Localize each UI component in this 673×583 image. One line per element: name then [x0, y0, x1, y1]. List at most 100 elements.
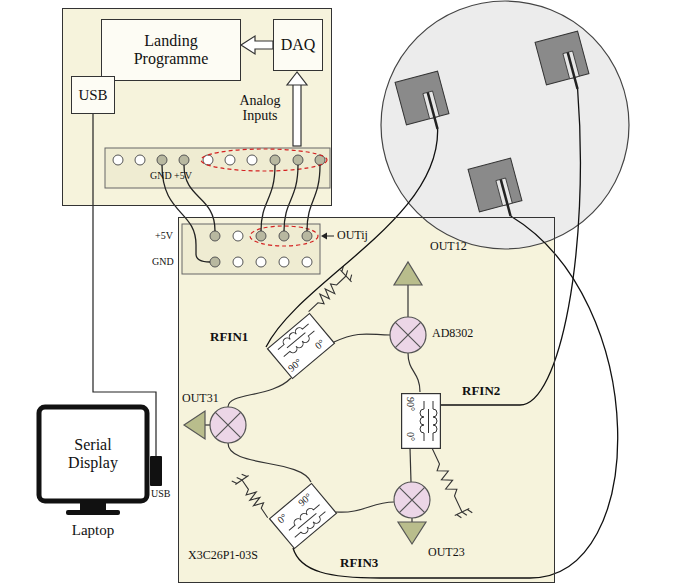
- daq-board: Landing Programme DAQ USB Analog Inputs: [62, 8, 332, 206]
- node-text: X3C26P1-03S: [188, 549, 258, 562]
- monitor-stand: [80, 503, 106, 511]
- hollow-arrow: [241, 36, 273, 54]
- node-subtext: 0°: [405, 432, 416, 441]
- rf-board: 90°0°90°0°0°90°X3C26P1-03S: [178, 217, 555, 583]
- node-text: USB: [78, 87, 107, 104]
- hollow-arrow-shaft: [293, 84, 301, 146]
- pin: [256, 231, 266, 241]
- port-name: RFIN2: [462, 384, 500, 398]
- wire: [228, 378, 291, 407]
- signal-name: OUT12: [430, 240, 467, 253]
- pin: [233, 257, 243, 267]
- feed-line: [568, 52, 578, 89]
- resistor-symbol: [242, 480, 268, 518]
- transformer-coil: [286, 502, 328, 541]
- daq-board-fill: [62, 8, 332, 206]
- pin: [270, 155, 280, 165]
- leader-line: [326, 236, 334, 237]
- node-text: Analog Inputs: [229, 93, 291, 124]
- coupler-box: [268, 314, 335, 379]
- jumper-wires: [162, 165, 320, 262]
- pin: [293, 155, 303, 165]
- pin: [210, 257, 220, 267]
- signal-wire: [261, 165, 275, 231]
- usb-port-box: USB: [71, 76, 115, 114]
- node-text: 90°: [405, 397, 416, 411]
- pin: [225, 155, 235, 165]
- coupler-box: [402, 394, 441, 449]
- amplifier-symbol: [398, 522, 426, 544]
- resistor-symbol: [432, 448, 462, 512]
- ground-symbol: [340, 266, 351, 282]
- software-box: Landing Programme: [101, 19, 241, 81]
- wire: [408, 353, 420, 392]
- hollow-arrow-head: [287, 72, 307, 85]
- patch: [468, 158, 522, 212]
- feed-line: [501, 179, 511, 216]
- usb-cable: [155, 404, 156, 456]
- pin: [179, 155, 189, 165]
- rf-board-fill: [178, 217, 555, 583]
- node-subtext: Laptop: [53, 522, 133, 539]
- usb-stick: [150, 456, 162, 486]
- pin: [247, 155, 257, 165]
- coax-cables: [266, 89, 618, 578]
- coax-cable: [293, 216, 618, 578]
- node-text: DAQ: [281, 36, 316, 54]
- port-name: RFIN1: [210, 330, 248, 344]
- monitor-frame: [39, 407, 147, 501]
- pin: [113, 155, 123, 165]
- mixer-cross: [215, 412, 240, 437]
- pin: [279, 257, 289, 267]
- resistors-and-grounds: [232, 266, 473, 518]
- pin: [157, 155, 167, 165]
- pin: [302, 257, 312, 267]
- port-name: RFIN3: [340, 556, 378, 570]
- mixer-cross: [395, 322, 420, 347]
- signal-wire: [284, 165, 298, 231]
- amplifier-symbol: [184, 411, 205, 439]
- port-name: USB: [151, 488, 170, 499]
- cable-line: [93, 114, 156, 404]
- patch: [535, 31, 589, 85]
- node-text: Serial Display: [58, 414, 128, 494]
- signal-name: OUTij: [337, 229, 368, 242]
- patch-antenna: [468, 158, 525, 223]
- hybrid-coupler: 90°0°: [267, 313, 336, 380]
- coupler-box: [270, 484, 337, 549]
- patch-antenna: [535, 31, 592, 96]
- wire: [334, 334, 390, 342]
- pin-holes: [210, 231, 312, 267]
- mixer-cross: [399, 487, 424, 512]
- amplifier-symbols: [184, 262, 426, 544]
- wire: [407, 285, 408, 317]
- ground-symbol: [232, 474, 249, 484]
- pin: [279, 231, 289, 241]
- ground-symbol: [455, 509, 473, 518]
- wire: [228, 443, 311, 482]
- monitor-base: [66, 510, 120, 515]
- signal-name: OUT31: [182, 392, 219, 405]
- wire: [410, 448, 411, 482]
- feed-line: [428, 92, 438, 129]
- laptop-monitor: Serial DisplayLaptop: [36, 404, 166, 544]
- signal-name: OUT23: [428, 546, 465, 559]
- antenna-array-disc: [381, 1, 629, 249]
- signal-wire: [307, 165, 320, 231]
- node-text: Landing Programme: [121, 32, 221, 67]
- patch-antenna: [395, 71, 452, 136]
- pin-header: [182, 224, 320, 274]
- mixer-symbol: [390, 317, 426, 353]
- hybrid-coupler: 90° 0°: [401, 393, 441, 449]
- resistor-symbol: [309, 276, 346, 312]
- transformer-coil: [420, 401, 437, 441]
- daq-box: DAQ: [273, 19, 323, 71]
- mixer-symbol: [394, 482, 430, 518]
- transformer-coil: [275, 321, 317, 360]
- pin: [210, 231, 220, 241]
- pin: [302, 231, 312, 241]
- analog-group-ellipse: [201, 149, 327, 171]
- pin-label: GND: [150, 170, 172, 181]
- pin-label: +5V: [155, 230, 173, 241]
